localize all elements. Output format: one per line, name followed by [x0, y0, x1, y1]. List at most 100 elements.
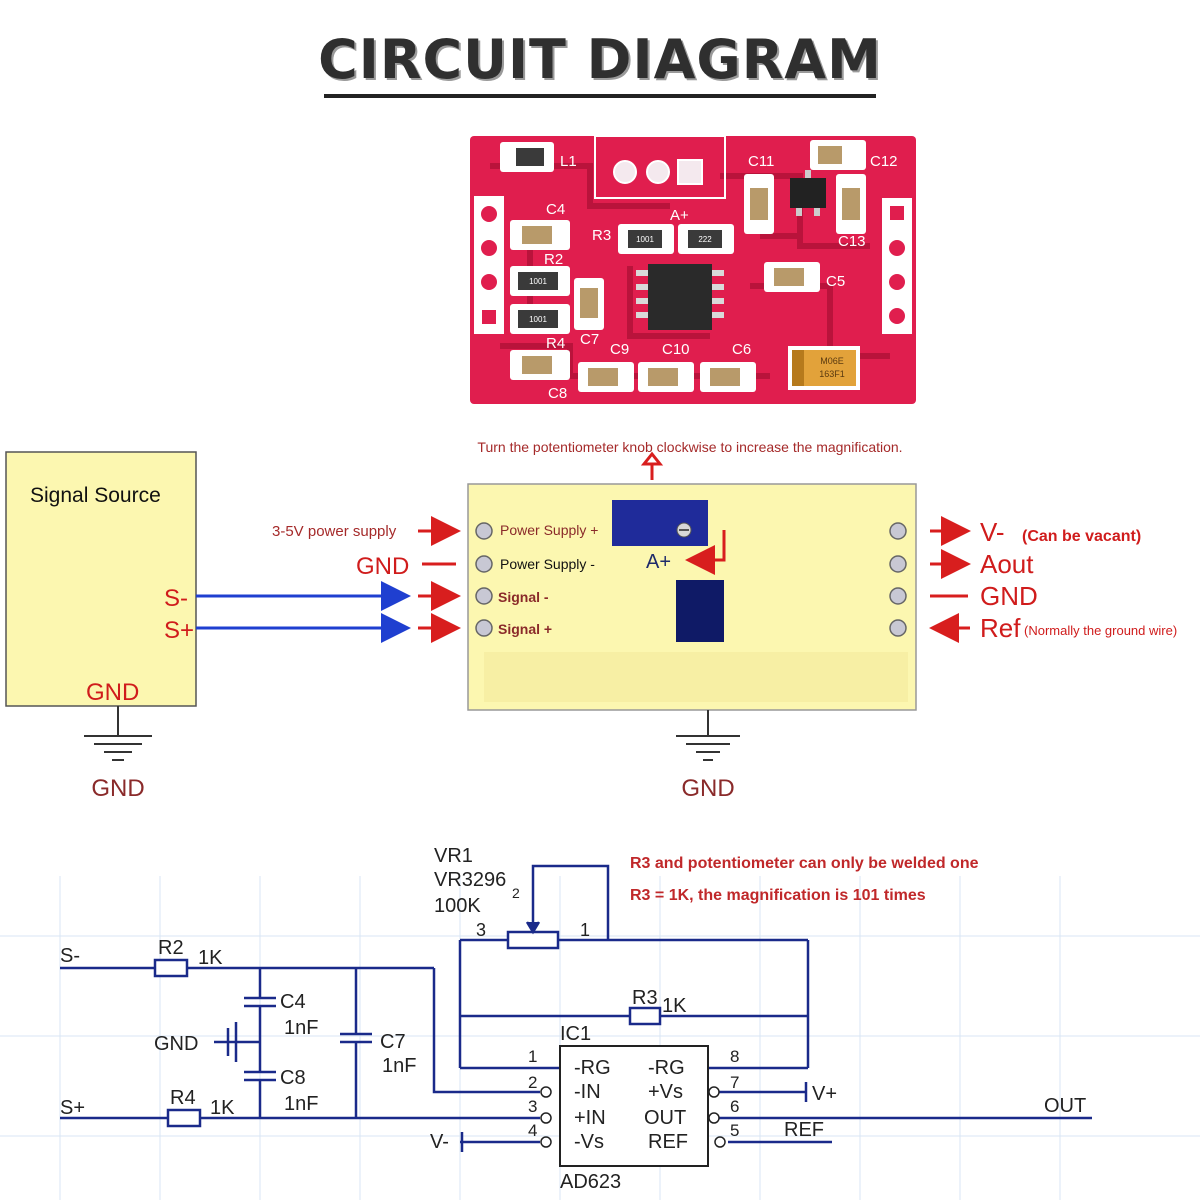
module-lower-band: [484, 652, 908, 702]
output-out: OUT: [1044, 1095, 1086, 1117]
output-gnd: GND: [980, 581, 1038, 611]
module-ic-block: [676, 580, 724, 642]
page-title: CIRCUIT DIAGRAM: [318, 28, 882, 91]
tantalum-code-1: M06E: [820, 356, 844, 366]
output-ref-note: (Normally the ground wire): [1024, 623, 1177, 638]
ground-symbol-module: [676, 710, 740, 761]
vr-label-1: VR1: [434, 845, 473, 867]
pin-label-signal-plus: Signal +: [498, 621, 552, 637]
label-r4: R4: [170, 1087, 196, 1109]
output-aout: Aout: [980, 549, 1034, 579]
label-r4-value: 1K: [210, 1097, 235, 1119]
source-gnd-label: GND: [86, 679, 139, 706]
tantalum-code-2: 163F1: [819, 369, 845, 379]
silk-label-c8: C8: [548, 385, 567, 402]
power-supply-note: 3-5V power supply: [272, 523, 397, 540]
resistor-r2: [153, 958, 189, 978]
ic-pin-3: 3: [528, 1097, 537, 1116]
silk-label-c12: C12: [870, 153, 898, 170]
gnd-input-label: GND: [356, 553, 409, 580]
input-s-plus: S+: [60, 1097, 85, 1119]
label-ref: REF: [784, 1119, 824, 1141]
module-pin-v-minus: [889, 522, 907, 540]
vr-label-3: 100K: [434, 895, 481, 917]
ic-pin-name-3: +IN: [574, 1107, 606, 1129]
label-c7: C7: [380, 1031, 406, 1053]
ic-pin-name-1: -RG: [574, 1057, 611, 1079]
ic-pin-name-5: REF: [648, 1131, 688, 1153]
note-r3-pot: R3 and potentiometer can only be welded …: [630, 855, 979, 872]
chip-code-r3: 1001: [636, 235, 654, 244]
silk-label-r4: R4: [546, 335, 565, 352]
ic-ad623: [559, 1045, 709, 1167]
ic-pin-2: 2: [528, 1073, 537, 1092]
signal-source-label: Signal Source: [30, 484, 161, 507]
module-pin-gnd: [889, 587, 907, 605]
silk-label-c6: C6: [732, 341, 751, 358]
module-pin-ref: [889, 619, 907, 637]
silk-label-c4: C4: [546, 201, 565, 218]
input-s-minus: S-: [60, 945, 80, 967]
chip-code-r4: 1001: [529, 315, 547, 324]
ic-pin-7: 7: [730, 1073, 739, 1092]
supply-v-plus: V+: [812, 1083, 837, 1105]
note-r3-gain: R3 = 1K, the magnification is 101 times: [630, 887, 926, 904]
hint-arrow: [640, 451, 664, 480]
ic-pin-name-8: -RG: [648, 1057, 685, 1079]
ic-pin-4: 4: [528, 1121, 537, 1140]
pot-pin-3: 3: [476, 920, 486, 940]
chip-code-c: 222: [698, 235, 712, 244]
pot-label-a-plus: A+: [646, 551, 671, 573]
supply-v-minus: V-: [430, 1131, 449, 1153]
ic-pin-name-4: -Vs: [574, 1131, 604, 1153]
schematic: VR1 VR3296 100K 3 1 2 R3 and potentiomet…: [0, 845, 1200, 1200]
label-c7-value: 1nF: [382, 1055, 416, 1077]
pot-pin-1: 1: [580, 920, 590, 940]
module-pin-signal-minus: [475, 587, 493, 605]
silk-label-c10: C10: [662, 341, 690, 358]
ic-pin-6: 6: [730, 1097, 739, 1116]
ic-chip: [636, 264, 724, 330]
gnd-symbol-label-module: GND: [681, 775, 734, 802]
ic-pin-8: 8: [730, 1047, 739, 1066]
pot-arrow: [685, 530, 726, 575]
label-ad623: AD623: [560, 1171, 621, 1193]
label-ic1: IC1: [560, 1023, 591, 1045]
chip-code-r2: 1001: [529, 277, 547, 286]
source-pin-s-minus: S-: [164, 585, 188, 612]
silk-label-a-plus: A+: [670, 207, 689, 224]
wiring-diagram: Turn the potentiometer knob clockwise to…: [5, 439, 1177, 802]
module-pin-power-minus: [475, 555, 493, 573]
module-pin-aout: [889, 555, 907, 573]
label-c4: C4: [280, 991, 306, 1013]
ground-symbol-left: [84, 706, 152, 761]
module-potentiometer: [612, 500, 708, 546]
silk-label-r2: R2: [544, 251, 563, 268]
silk-label-r3: R3: [592, 227, 611, 244]
pot-pin-2: 2: [512, 885, 520, 901]
silk-label-c9: C9: [610, 341, 629, 358]
silk-label-c11: C11: [748, 153, 774, 170]
label-r3-value: 1K: [662, 995, 687, 1017]
pin-label-signal-minus: Signal -: [498, 589, 549, 605]
module-pin-power-plus: [475, 522, 493, 540]
module-pin-signal-plus: [475, 619, 493, 637]
ic-pin-name-7: +Vs: [648, 1081, 683, 1103]
output-ref: Ref: [980, 613, 1021, 643]
silk-label-c7: C7: [580, 331, 599, 348]
label-c8-value: 1nF: [284, 1093, 318, 1115]
label-gnd: GND: [154, 1033, 198, 1055]
label-c8: C8: [280, 1067, 306, 1089]
source-pin-s-plus: S+: [164, 617, 194, 644]
resistor-r4: [166, 1108, 202, 1128]
label-c4-value: 1nF: [284, 1017, 318, 1039]
label-r2: R2: [158, 937, 184, 959]
output-v-minus-note: (Can be vacant): [1022, 528, 1141, 545]
silk-label-c13: C13: [838, 233, 866, 250]
label-r3: R3: [632, 987, 658, 1009]
pot-hint-text: Turn the potentiometer knob clockwise to…: [477, 439, 902, 455]
signal-source-box: [5, 451, 197, 707]
silk-label-c5: C5: [826, 273, 845, 290]
ic-pin-5: 5: [730, 1121, 739, 1140]
title-underline: [324, 94, 876, 98]
